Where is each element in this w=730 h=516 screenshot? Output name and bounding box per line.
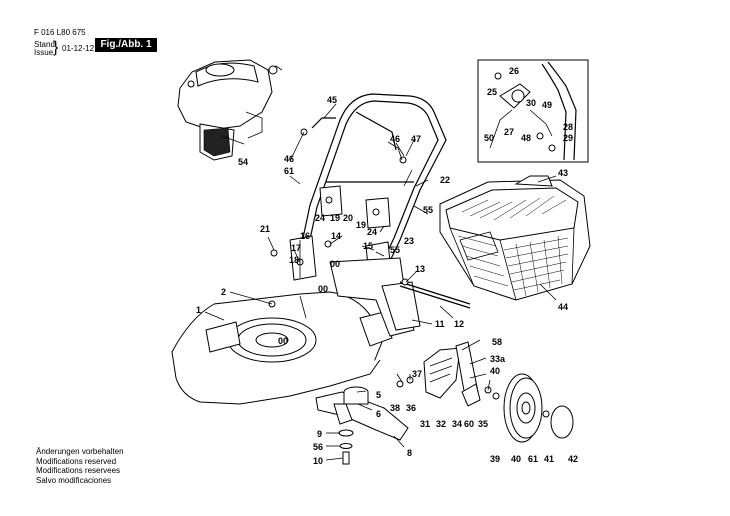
callout-20: 20 [343, 213, 353, 223]
callout-55-lower: 55 [390, 245, 400, 255]
callout-00-deck: 00 [278, 336, 288, 346]
callout-10: 10 [313, 456, 323, 466]
callout-46-left: 46 [284, 154, 294, 164]
rear-flap-drawing [329, 257, 471, 337]
callout-19-right: 19 [356, 220, 366, 230]
callout-36: 36 [406, 403, 416, 413]
callout-50: 50 [484, 133, 494, 143]
callout-17: 17 [291, 243, 301, 253]
callout-39: 39 [490, 454, 500, 464]
brace-glyph: } [53, 39, 59, 56]
callout-61-handle: 61 [284, 166, 294, 176]
callout-8: 8 [407, 448, 412, 458]
callout-22: 22 [440, 175, 450, 185]
engine-drawing [177, 59, 283, 161]
callout-33a: 33a [490, 354, 506, 364]
callout-18: 18 [289, 255, 299, 265]
callout-numbers: 1 2 00 00 00 5 6 8 9 56 10 11 12 13 14 1… [196, 66, 578, 466]
callout-56: 56 [313, 442, 323, 452]
callout-21: 21 [260, 224, 270, 234]
note-de: Änderungen vorbehalten [36, 447, 124, 456]
callout-1: 1 [196, 305, 201, 315]
callout-5: 5 [376, 390, 381, 400]
callout-24-right: 24 [367, 227, 377, 237]
callout-32: 32 [436, 419, 446, 429]
mower-deck-drawing [171, 291, 393, 405]
stand-label: Stand [34, 40, 55, 49]
callout-25: 25 [487, 87, 497, 97]
revision-notes: Änderungen vorbehalten Modifications res… [36, 447, 124, 485]
callout-46-top: 46 [390, 134, 400, 144]
callout-43: 43 [558, 168, 568, 178]
callout-31: 31 [420, 419, 430, 429]
callout-9: 9 [317, 429, 322, 439]
callout-23: 23 [404, 236, 414, 246]
note-en: Modifications reserved [36, 456, 117, 466]
callout-13: 13 [415, 264, 425, 274]
callout-54: 54 [238, 157, 248, 167]
note-fr: Modifications reservees [36, 466, 121, 475]
callout-41: 41 [544, 454, 554, 464]
callout-24-left: 24 [315, 213, 325, 223]
callout-6: 6 [376, 409, 381, 419]
callout-29: 29 [563, 133, 573, 143]
callout-48: 48 [521, 133, 531, 143]
document-code: F 016 L80 675 [34, 28, 86, 37]
callout-11: 11 [435, 319, 445, 329]
callout-58: 58 [492, 337, 502, 347]
callout-30: 30 [526, 98, 536, 108]
callout-55-upper: 55 [423, 205, 433, 215]
callout-26: 26 [509, 66, 519, 76]
callout-12: 12 [454, 319, 464, 329]
callout-16: 16 [300, 231, 310, 241]
callout-40-upper: 40 [490, 366, 500, 376]
callout-44: 44 [558, 302, 568, 312]
switch-detail-inset [477, 59, 589, 163]
callout-42: 42 [568, 454, 578, 464]
callout-00-bracket: 00 [330, 259, 340, 269]
figure-label: Fig./Abb. 1 [95, 38, 157, 52]
callout-34: 34 [452, 419, 462, 429]
callout-35: 35 [478, 419, 488, 429]
callout-38: 38 [390, 403, 400, 413]
callout-28: 28 [563, 122, 573, 132]
callout-2: 2 [221, 287, 226, 297]
callout-19-left: 19 [330, 213, 340, 223]
issue-label: Issue [34, 48, 54, 57]
note-es: Salvo modificaciones [36, 475, 112, 485]
blade-drawing [315, 386, 409, 465]
callout-47: 47 [411, 134, 421, 144]
callout-61-wheel: 61 [528, 454, 538, 464]
callout-37: 37 [412, 369, 422, 379]
callout-49: 49 [542, 100, 552, 110]
grass-box-drawing [439, 175, 591, 301]
callout-45: 45 [327, 95, 337, 105]
callout-00-flap: 00 [318, 284, 328, 294]
callout-40-lower: 40 [511, 454, 521, 464]
leader-lines [204, 103, 557, 461]
wheel-assembly-drawing [396, 341, 574, 443]
issue-date: 01-12-12 [62, 44, 95, 53]
callout-60-wheel: 60 [464, 419, 474, 429]
callout-27: 27 [504, 127, 514, 137]
callout-14: 14 [331, 231, 341, 241]
callout-15: 15 [363, 241, 373, 251]
